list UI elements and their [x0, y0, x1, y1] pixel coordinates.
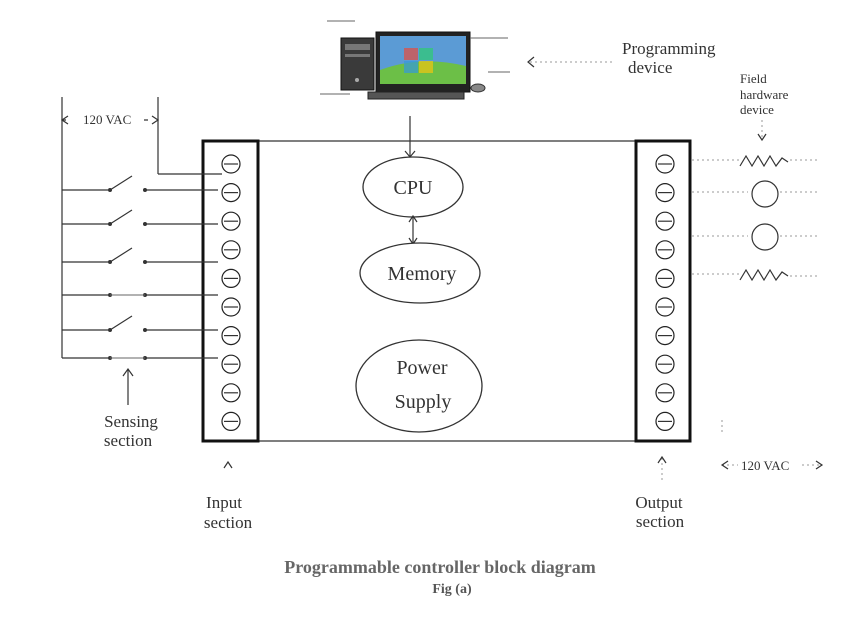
switch-contact [143, 260, 147, 264]
input-module-box [201, 139, 260, 443]
input-terminals [221, 154, 241, 431]
switch-blade [109, 175, 133, 191]
switch-contact [143, 328, 147, 332]
resistor-icon [739, 268, 789, 282]
memory-node [359, 242, 481, 304]
resistor-icon [739, 154, 789, 168]
sensing-switches [62, 175, 218, 360]
sensing-section-label-line1: Sensing [104, 412, 158, 431]
switch-blade [109, 315, 133, 331]
programming-device-arrowhead [527, 56, 535, 68]
switch-contact [143, 222, 147, 226]
output-section-arrowhead [657, 455, 667, 464]
lamp-icon [751, 180, 779, 208]
diagram-title: Programmable controller block diagram [284, 557, 595, 577]
field-hardware-label-line1: Field [740, 71, 767, 86]
field-hardware-arrowhead [757, 133, 767, 142]
right-voltage-label: 120 VAC [741, 458, 789, 473]
programming-link-arrowhead [404, 150, 416, 158]
field-devices [692, 154, 820, 432]
memory-label: Memory [388, 263, 457, 285]
sensing-section-arrowhead [122, 367, 134, 377]
cpu-label: CPU [394, 177, 433, 199]
power-supply-node [355, 339, 483, 433]
diagram-subtitle: Fig (a) [432, 582, 472, 597]
switch-blade [109, 209, 133, 225]
input-section-label-line1: Input [206, 493, 242, 512]
output-terminals [655, 154, 675, 431]
desktop-computer-icon [320, 20, 510, 100]
left-voltage-arrowheads [60, 115, 160, 125]
field-hardware-label-line2: hardware [740, 87, 789, 102]
sensing-section-label-line2: section [104, 431, 153, 450]
output-section-label-line2: section [636, 512, 685, 531]
output-module-box [634, 139, 692, 443]
power-supply-label-line2: Supply [395, 391, 452, 413]
right-voltage-arrowheads [720, 460, 824, 470]
input-section-label-line2: section [204, 513, 253, 532]
left-voltage-label: 120 VAC [83, 112, 131, 127]
programming-device-label-line2: device [628, 58, 672, 77]
lamp-icon [751, 223, 779, 251]
field-hardware-label-line3: device [740, 102, 774, 117]
input-section-arrowhead [223, 460, 233, 469]
right-voltage-label-bg [738, 455, 802, 473]
power-supply-label-line1: Power [396, 357, 447, 379]
programming-device-label-line1: Programming [622, 39, 716, 58]
output-section-label-line1: Output [635, 493, 683, 512]
switch-blade [109, 247, 133, 263]
switch-contact [143, 188, 147, 192]
